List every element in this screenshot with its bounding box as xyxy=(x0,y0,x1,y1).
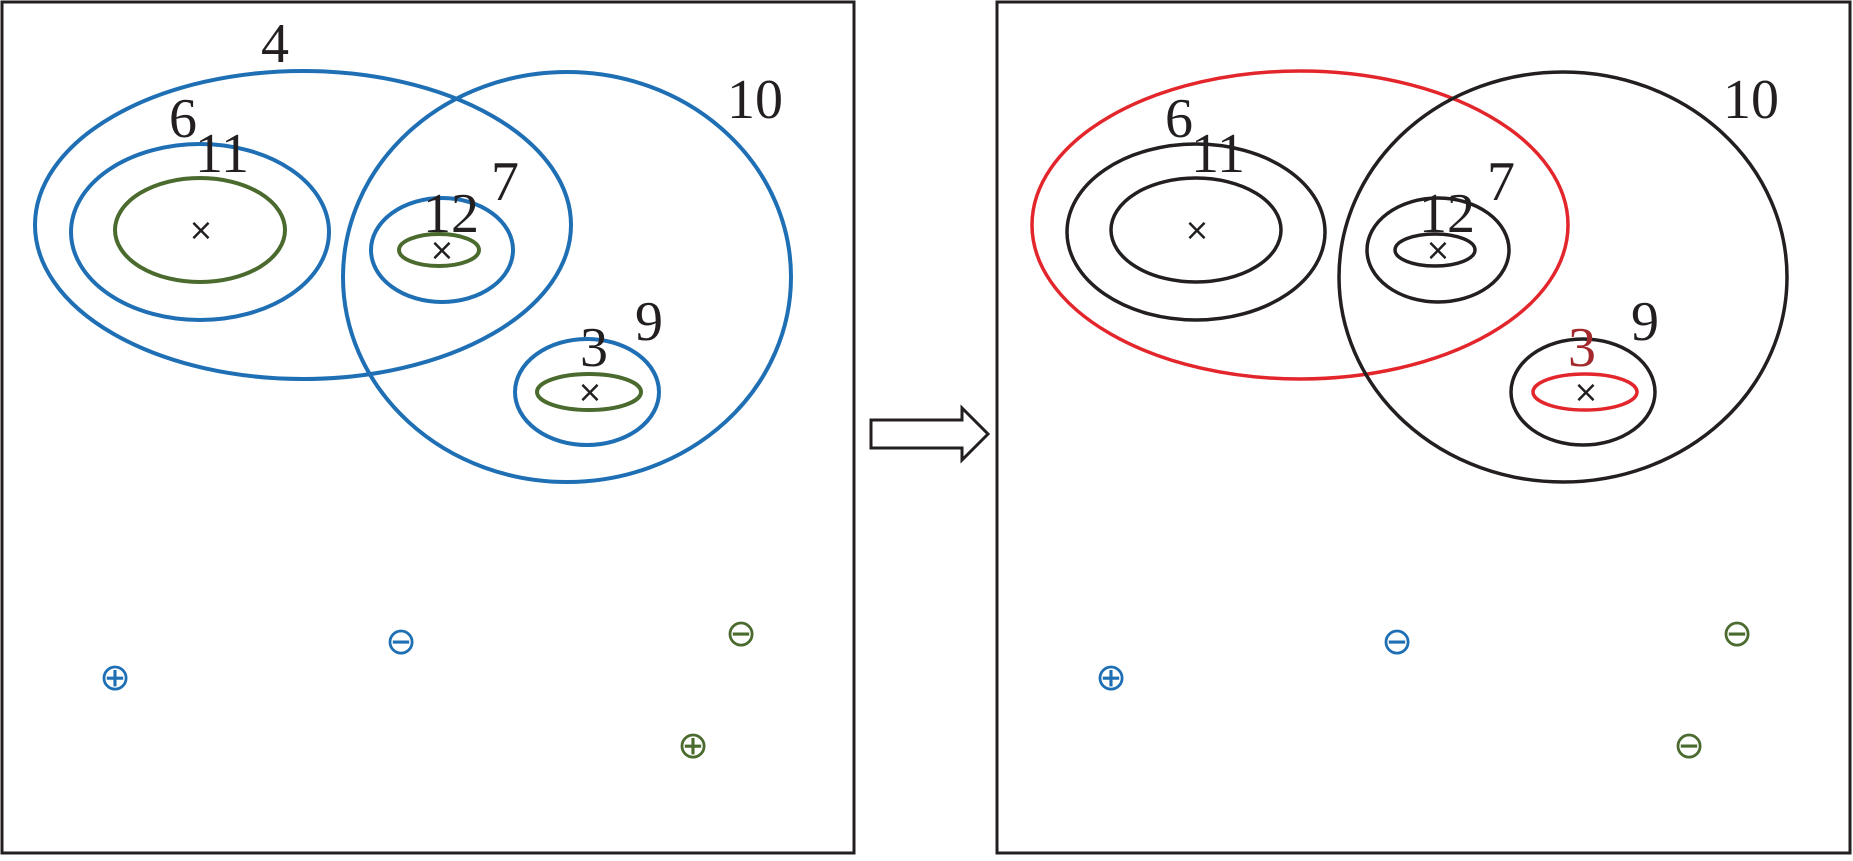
left-plus-circle-icon-green: ⊕ xyxy=(677,723,709,767)
left-ellipse-7 xyxy=(369,196,515,304)
left-center-cross-icon: × xyxy=(429,233,454,268)
right-label-10: 10 xyxy=(1723,69,1779,131)
left-center-cross-icon: × xyxy=(577,375,602,410)
left-ellipse-10 xyxy=(341,70,793,484)
right-ellipse-3 xyxy=(1531,372,1639,412)
left-ellipse-12 xyxy=(397,232,481,268)
left-label-7: 7 xyxy=(491,151,519,213)
left-minus-circle-icon-blue: ⊖ xyxy=(385,619,417,663)
left-label-6: 6 xyxy=(169,88,197,150)
left-label-10: 10 xyxy=(727,69,783,131)
right-arrow-icon xyxy=(869,404,991,464)
left-minus-circle-icon-green: ⊖ xyxy=(725,611,757,655)
right-label-6: 6 xyxy=(1165,88,1193,150)
right-label-12: 12 xyxy=(1419,183,1475,245)
right-panel: 10 6 11 12 7 3 9 × × × ⊕ ⊖ ⊖ ⊖ xyxy=(995,0,1852,855)
left-ellipse-11 xyxy=(113,176,287,284)
left-label-9: 9 xyxy=(635,291,663,353)
left-label-4: 4 xyxy=(261,13,289,75)
right-center-cross-icon: × xyxy=(1425,233,1450,268)
left-ellipse-3 xyxy=(535,372,643,412)
left-label-12: 12 xyxy=(423,183,479,245)
right-label-3: 3 xyxy=(1568,317,1596,379)
right-ellipse-12 xyxy=(1393,232,1477,268)
right-ellipse-4 xyxy=(1030,69,1570,381)
left-ellipse-9 xyxy=(513,337,661,447)
right-ellipse-6 xyxy=(1065,142,1327,322)
right-label-9: 9 xyxy=(1631,291,1659,353)
left-center-cross-icon: × xyxy=(188,213,213,248)
right-plus-circle-icon-blue: ⊕ xyxy=(1095,655,1127,699)
right-ellipse-10 xyxy=(1337,70,1789,484)
right-panel-frame xyxy=(995,0,1852,855)
right-label-7: 7 xyxy=(1487,151,1515,213)
right-minus-circle-icon-green: ⊖ xyxy=(1673,723,1705,767)
right-label-11: 11 xyxy=(1191,123,1245,185)
left-plus-circle-icon-blue: ⊕ xyxy=(99,655,131,699)
left-ellipse-4 xyxy=(33,69,573,381)
right-center-cross-icon: × xyxy=(1184,213,1209,248)
right-minus-circle-icon-blue: ⊖ xyxy=(1381,619,1413,663)
left-label-3: 3 xyxy=(580,317,608,379)
left-ellipse-6 xyxy=(69,142,331,322)
right-ellipse-7 xyxy=(1365,196,1511,304)
right-ellipse-9 xyxy=(1509,337,1657,447)
left-label-11: 11 xyxy=(195,123,249,185)
left-panel: 4 10 6 11 12 7 3 9 × × × ⊕ ⊖ ⊖ ⊕ xyxy=(0,0,856,855)
right-minus-circle-icon-green: ⊖ xyxy=(1721,611,1753,655)
right-ellipse-11 xyxy=(1109,176,1283,284)
right-center-cross-icon: × xyxy=(1573,375,1598,410)
left-panel-frame xyxy=(0,0,856,855)
